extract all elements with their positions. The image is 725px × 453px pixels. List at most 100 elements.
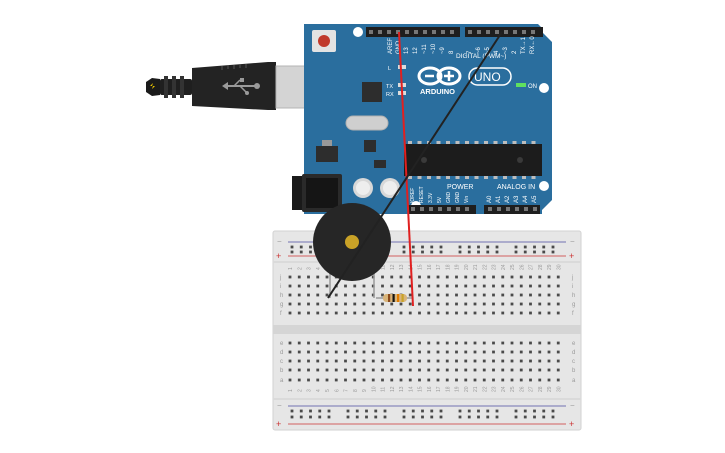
breadboard-hole[interactable]: [316, 341, 320, 345]
breadboard-hole[interactable]: [381, 378, 384, 382]
breadboard-hole[interactable]: [436, 378, 440, 382]
breadboard-hole[interactable]: [408, 284, 412, 288]
breadboard-hole[interactable]: [538, 350, 542, 354]
breadboard-hole[interactable]: [542, 250, 546, 254]
breadboard-hole[interactable]: [458, 415, 462, 419]
breadboard-hole[interactable]: [556, 293, 560, 297]
breadboard-hole[interactable]: [381, 275, 384, 279]
breadboard-hole[interactable]: [355, 415, 359, 419]
breadboard-hole[interactable]: [482, 284, 486, 288]
breadboard-hole[interactable]: [297, 350, 301, 354]
breadboard-hole[interactable]: [467, 245, 471, 249]
header-pin[interactable]: [477, 30, 481, 34]
breadboard-hole[interactable]: [477, 409, 480, 413]
breadboard-hole[interactable]: [288, 341, 292, 345]
breadboard-hole[interactable]: [482, 350, 486, 354]
breadboard-hole[interactable]: [455, 302, 458, 306]
breadboard-hole[interactable]: [458, 250, 462, 254]
breadboard-hole[interactable]: [510, 275, 514, 279]
breadboard-hole[interactable]: [402, 415, 406, 419]
breadboard-hole[interactable]: [482, 293, 486, 297]
breadboard-hole[interactable]: [418, 359, 421, 363]
breadboard-hole[interactable]: [381, 284, 384, 288]
breadboard-hole[interactable]: [365, 415, 368, 419]
breadboard-hole[interactable]: [427, 275, 431, 279]
breadboard-hole[interactable]: [399, 368, 403, 372]
breadboard-hole[interactable]: [547, 311, 551, 315]
breadboard-hole[interactable]: [519, 350, 523, 354]
breadboard-hole[interactable]: [477, 245, 480, 249]
breadboard-hole[interactable]: [492, 341, 495, 345]
header-pin[interactable]: [420, 207, 424, 211]
breadboard-hole[interactable]: [297, 284, 301, 288]
breadboard-hole[interactable]: [529, 368, 532, 372]
breadboard-hole[interactable]: [464, 293, 468, 297]
header-pin[interactable]: [378, 30, 382, 34]
breadboard-hole[interactable]: [482, 275, 486, 279]
breadboard-hole[interactable]: [455, 378, 458, 382]
breadboard-hole[interactable]: [325, 378, 329, 382]
breadboard-hole[interactable]: [297, 359, 301, 363]
header-pin[interactable]: [414, 30, 418, 34]
breadboard-hole[interactable]: [381, 359, 384, 363]
breadboard-hole[interactable]: [486, 250, 490, 254]
breadboard-hole[interactable]: [353, 378, 357, 382]
breadboard-hole[interactable]: [551, 250, 555, 254]
breadboard-hole[interactable]: [371, 378, 375, 382]
breadboard-hole[interactable]: [353, 302, 357, 306]
breadboard-hole[interactable]: [297, 302, 301, 306]
breadboard-hole[interactable]: [458, 245, 462, 249]
breadboard-hole[interactable]: [307, 302, 310, 306]
breadboard-hole[interactable]: [325, 368, 329, 372]
breadboard-hole[interactable]: [421, 250, 424, 254]
breadboard-hole[interactable]: [316, 359, 320, 363]
breadboard-hole[interactable]: [346, 409, 350, 413]
breadboard-hole[interactable]: [445, 275, 449, 279]
breadboard-hole[interactable]: [436, 293, 440, 297]
breadboard-hole[interactable]: [510, 311, 514, 315]
breadboard-hole[interactable]: [383, 409, 387, 413]
breadboard-hole[interactable]: [408, 341, 412, 345]
breadboard-hole[interactable]: [430, 415, 434, 419]
resistor[interactable]: [376, 294, 412, 302]
header-pin[interactable]: [369, 30, 373, 34]
breadboard-hole[interactable]: [316, 293, 320, 297]
breadboard-hole[interactable]: [325, 302, 329, 306]
breadboard-hole[interactable]: [519, 275, 523, 279]
breadboard-hole[interactable]: [445, 311, 449, 315]
breadboard-hole[interactable]: [556, 359, 560, 363]
breadboard-hole[interactable]: [421, 415, 424, 419]
power-jack[interactable]: [292, 174, 342, 212]
breadboard-hole[interactable]: [542, 409, 546, 413]
breadboard-hole[interactable]: [334, 293, 338, 297]
breadboard-hole[interactable]: [492, 378, 495, 382]
breadboard-hole[interactable]: [290, 409, 294, 413]
breadboard-hole[interactable]: [390, 359, 394, 363]
header-pin[interactable]: [522, 30, 526, 34]
breadboard-hole[interactable]: [436, 302, 440, 306]
header-pin[interactable]: [450, 30, 454, 34]
breadboard-hole[interactable]: [547, 293, 551, 297]
breadboard-hole[interactable]: [439, 250, 443, 254]
breadboard-hole[interactable]: [399, 350, 403, 354]
breadboard-hole[interactable]: [473, 350, 477, 354]
breadboard-hole[interactable]: [408, 293, 412, 297]
breadboard-hole[interactable]: [299, 245, 303, 249]
breadboard-hole[interactable]: [519, 293, 523, 297]
breadboard-hole[interactable]: [495, 245, 499, 249]
breadboard-hole[interactable]: [288, 284, 292, 288]
breadboard-hole[interactable]: [390, 341, 394, 345]
breadboard-hole[interactable]: [538, 359, 542, 363]
breadboard-hole[interactable]: [318, 409, 322, 413]
breadboard-hole[interactable]: [556, 378, 560, 382]
breadboard-hole[interactable]: [547, 302, 551, 306]
breadboard-hole[interactable]: [427, 341, 431, 345]
breadboard-hole[interactable]: [495, 250, 499, 254]
header-pin[interactable]: [456, 207, 460, 211]
breadboard-hole[interactable]: [316, 311, 320, 315]
breadboard-hole[interactable]: [482, 359, 486, 363]
breadboard-hole[interactable]: [371, 350, 375, 354]
breadboard-hole[interactable]: [519, 284, 523, 288]
breadboard-hole[interactable]: [334, 341, 338, 345]
breadboard-hole[interactable]: [411, 250, 415, 254]
